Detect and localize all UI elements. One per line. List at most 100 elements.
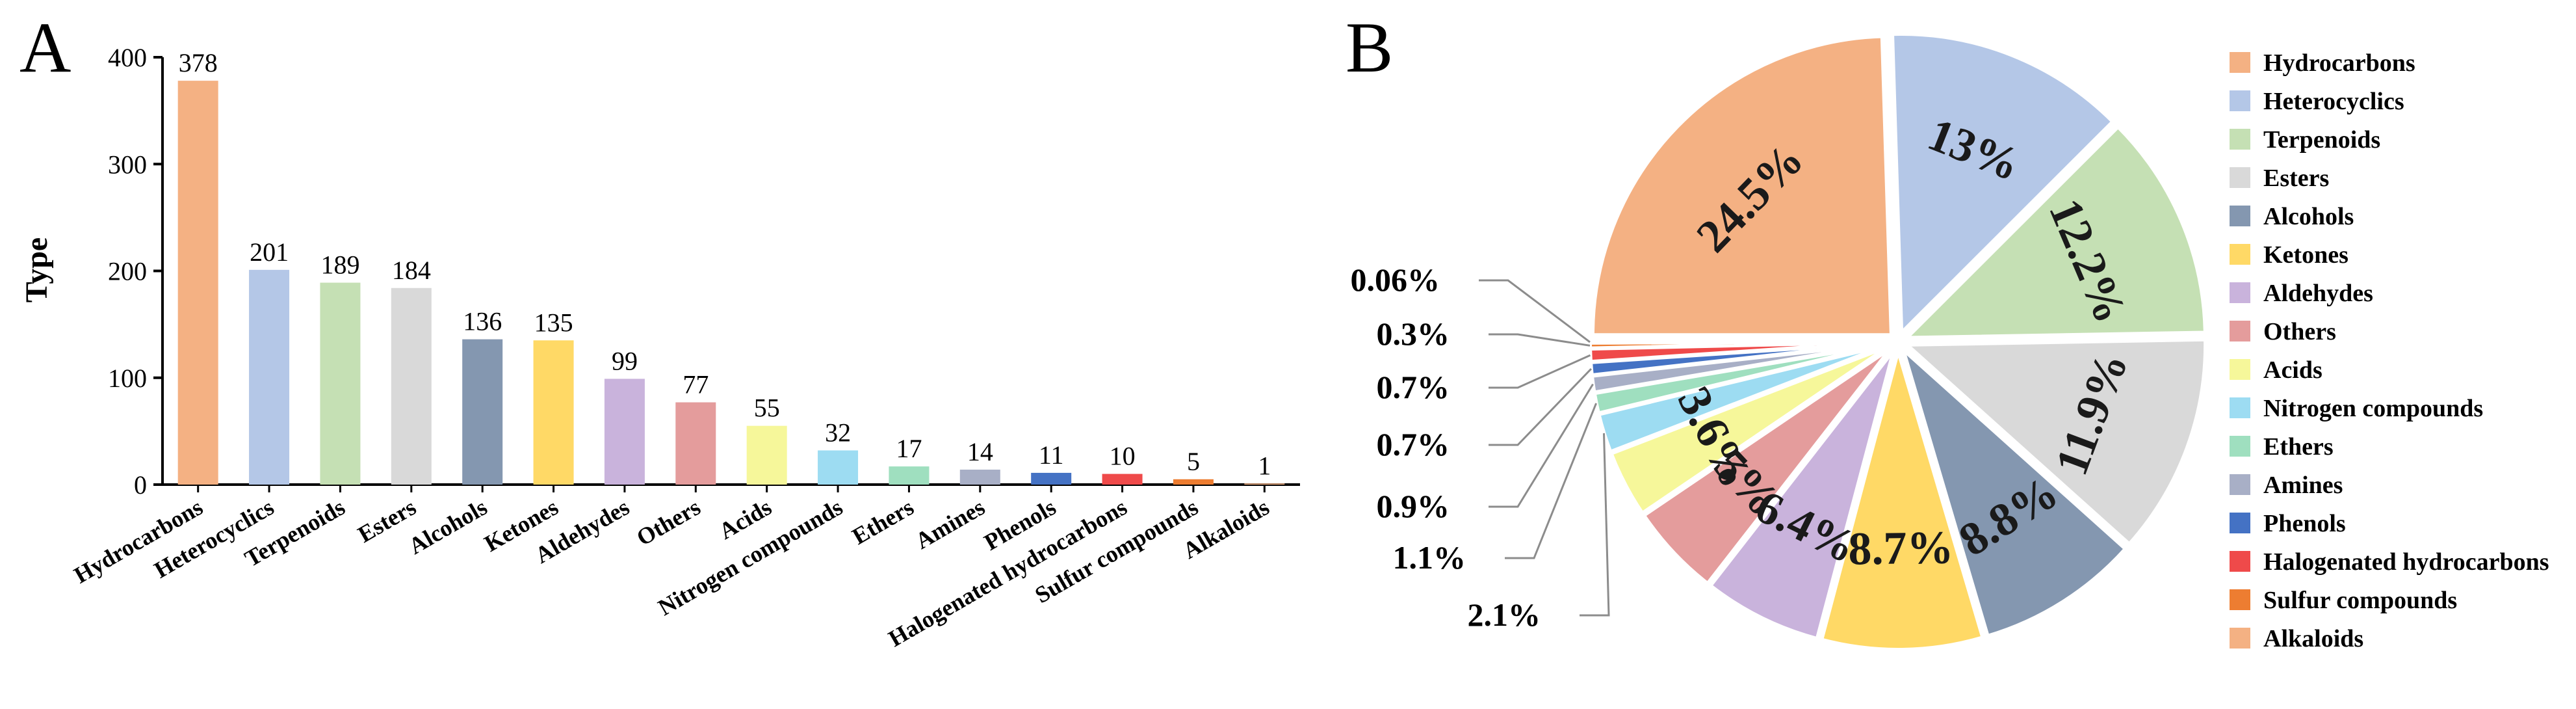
bar-value-label: 32 [825, 418, 851, 447]
panel-letter-a: A [20, 8, 71, 87]
bar [1102, 474, 1143, 485]
legend-label: Phenols [2263, 510, 2346, 537]
legend-label: Heterocyclics [2263, 88, 2404, 115]
pie-slice-label: 8.7% [1848, 521, 1954, 574]
pie-outside-label: 0.7% [1377, 369, 1450, 405]
pie-leader-line [1505, 403, 1597, 559]
pie-slice [1819, 343, 1986, 652]
legend-swatch [2230, 167, 2250, 188]
bar [391, 288, 432, 485]
legend-swatch [2230, 436, 2250, 457]
legend-swatch [2230, 628, 2250, 649]
bar [177, 81, 218, 485]
pie-slice [1890, 31, 2116, 338]
bar-value-label: 378 [179, 48, 218, 77]
bar [604, 379, 645, 485]
bar-value-label: 17 [896, 434, 922, 463]
y-tick-label: 200 [108, 257, 147, 286]
bar-value-label: 136 [463, 307, 502, 336]
legend-label: Halogenated hydrocarbons [2263, 548, 2549, 576]
bar-value-label: 135 [534, 308, 573, 337]
bar-value-label: 5 [1187, 447, 1200, 476]
bar-value-label: 11 [1039, 440, 1064, 470]
pie-leader-line [1580, 433, 1610, 617]
y-tick-label: 0 [134, 470, 147, 500]
legend-swatch [2230, 52, 2250, 73]
pie-outside-label: 1.1% [1393, 539, 1466, 576]
pie-slice [1901, 124, 2207, 340]
pie-slice [1590, 34, 1894, 338]
bar [1244, 483, 1285, 485]
bar-value-label: 201 [250, 237, 289, 267]
legend-swatch [2230, 321, 2250, 341]
legend-label: Amines [2263, 472, 2343, 499]
pie-slices [1587, 31, 2208, 652]
bar-value-label: 14 [967, 437, 993, 466]
bar [889, 466, 930, 485]
bar [959, 470, 1000, 485]
bar [818, 450, 859, 485]
legend-swatch [2230, 513, 2250, 533]
legend-label: Esters [2263, 165, 2329, 192]
legend-label: Ethers [2263, 433, 2334, 461]
bar-category-label: Ethers [848, 494, 918, 550]
bars: 378Hydrocarbons201Heterocyclics189Terpen… [70, 48, 1285, 652]
pie-leader-line [1489, 368, 1592, 446]
pie-leader-line [1489, 354, 1591, 389]
legend-label: Alkaloids [2263, 625, 2363, 652]
pie-leader-line [1479, 279, 1591, 343]
bar [746, 425, 787, 485]
bar-category-label: Amines [911, 494, 989, 554]
bar-value-label: 184 [392, 256, 431, 285]
legend-label: Nitrogen compounds [2263, 395, 2483, 422]
legend-label: Others [2263, 318, 2336, 345]
bar-value-label: 1 [1258, 451, 1271, 480]
legend-swatch [2230, 359, 2250, 380]
bar-value-label: 189 [320, 250, 359, 280]
legend-label: Hydrocarbons [2263, 49, 2415, 77]
pie-leader-line [1489, 333, 1591, 347]
pie-outside-label: 0.3% [1377, 315, 1450, 352]
legend-label: Aldehydes [2263, 280, 2373, 307]
pie-slice [1707, 348, 1896, 641]
legend-swatch [2230, 589, 2250, 610]
pie-slice [1901, 337, 2208, 548]
bar-value-label: 55 [754, 394, 780, 423]
legend-label: Alcohols [2263, 203, 2354, 230]
legend-swatch [2230, 129, 2250, 150]
bar [320, 282, 361, 485]
bar [1031, 472, 1072, 485]
pie-outside-label: 0.7% [1377, 426, 1450, 462]
panel-letter-b: B [1346, 8, 1393, 87]
legend-label: Sulfur compounds [2263, 587, 2457, 614]
bar [533, 340, 574, 485]
pie-outside-label: 2.1% [1468, 596, 1541, 633]
bar-category-label: Alcohols [404, 494, 491, 559]
pie-outside-label: 0.9% [1377, 488, 1450, 524]
bar [1173, 479, 1214, 485]
pie-slice [1899, 343, 2129, 639]
pie-slice [1587, 340, 1890, 345]
bar-value-label: 99 [612, 346, 638, 375]
legend-swatch [2230, 474, 2250, 495]
pie-slice [1641, 346, 1893, 587]
legend-swatch [2230, 282, 2250, 303]
legend-label: Terpenoids [2263, 126, 2380, 154]
bar-category-label: Others [632, 494, 705, 551]
legend: HydrocarbonsHeterocyclicsTerpenoidsEster… [2230, 49, 2549, 652]
legend-swatch [2230, 90, 2250, 111]
legend-swatch [2230, 206, 2250, 226]
pie-chart: 24.5%13%12.2%11.9%8.8%8.7%6.4%5%3.6%2.1%… [1351, 31, 2208, 652]
pie-leader-line [1489, 383, 1594, 508]
pie-outside-label: 0.06% [1351, 261, 1440, 298]
legend-label: Acids [2263, 356, 2322, 384]
legend-label: Ketones [2263, 241, 2348, 269]
bar [675, 402, 716, 485]
y-tick-label: 100 [108, 364, 147, 393]
y-tick-label: 400 [108, 43, 147, 72]
legend-swatch [2230, 244, 2250, 265]
bar [249, 269, 290, 485]
y-tick-label: 300 [108, 150, 147, 179]
